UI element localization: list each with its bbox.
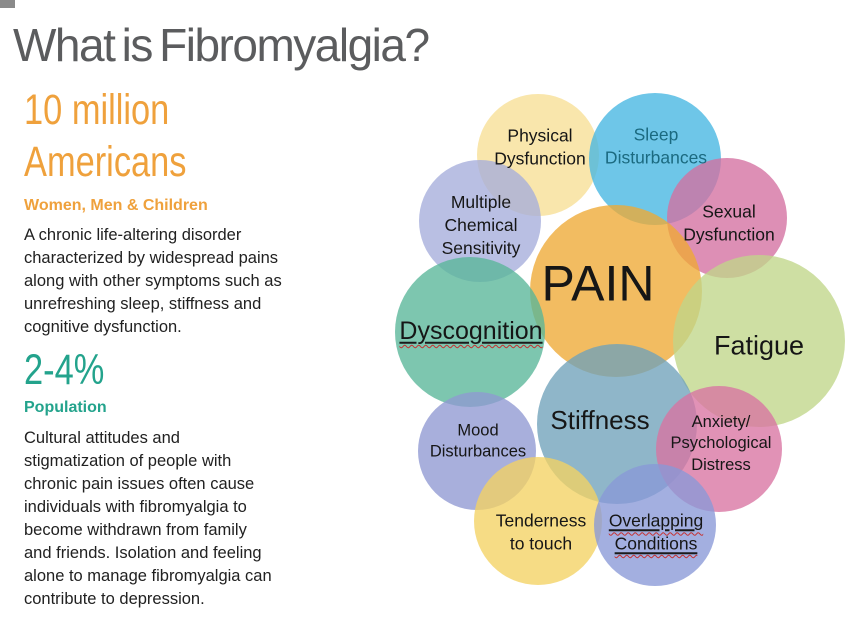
corner-mark <box>0 0 15 8</box>
page-title: What is Fibromyalgia? <box>13 19 430 71</box>
bubble-pain-label: PAIN <box>541 255 655 312</box>
bubble-sexual-dysfunction-label: Sexual Dysfunction <box>683 201 775 244</box>
bubble-overlapping-conditions-label: Overlapping Conditions <box>608 510 704 553</box>
stat-population-label: Population <box>24 399 107 416</box>
definition-paragraph: A chronic life-altering disorder charact… <box>24 226 282 336</box>
bubble-tenderness-to-touch-circle <box>474 457 602 585</box>
bubble-mood-disturbances-label: Mood Disturbances <box>429 421 527 461</box>
stat-population-value: 2-4% <box>24 346 105 394</box>
bubble-fatigue-label: Fatigue <box>713 330 805 361</box>
bubble-stiffness-label: Stiffness <box>550 405 650 436</box>
bubble-tenderness-to-touch-label: Tenderness to touch <box>495 510 587 553</box>
stat-americans-value: 10 million Americans <box>24 86 187 186</box>
bubble-physical-dysfunction-label: Physical Dysfunction <box>494 125 586 168</box>
bubble-multiple-chemical-sensitivity-label: Multiple Chemical Sensitivity <box>441 191 521 258</box>
stigma-paragraph: Cultural attitudes and stigmatization of… <box>24 429 272 608</box>
bubble-dyscognition-label: Dyscognition <box>399 316 543 345</box>
stat-population: 2-4% <box>24 344 124 396</box>
bubble-dyscognition-circle <box>395 257 545 407</box>
stat-americans-label: Women, Men & Children <box>24 197 208 214</box>
bubble-anxiety-psychological-distress-label: Anxiety/ Psychological Distress <box>670 412 772 474</box>
bubble-overlapping-conditions-circle <box>594 464 716 586</box>
stat-americans: 10 million Americans <box>24 84 227 188</box>
bubble-sleep-disturbances-label: Sleep Disturbances <box>604 124 708 167</box>
